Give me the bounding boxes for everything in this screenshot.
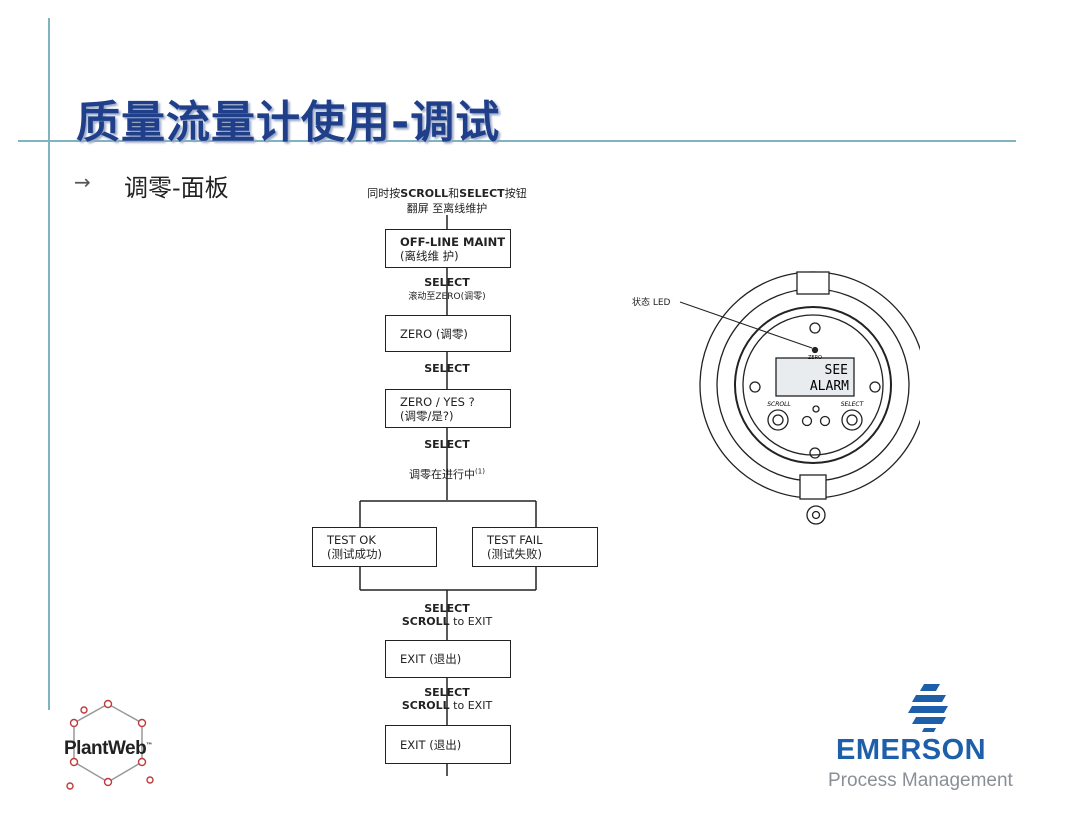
label-scroll-to-exit: SCROLL to EXIT — [401, 699, 493, 712]
label-select: SELECT — [424, 602, 470, 615]
title-underline — [18, 140, 1016, 142]
select-button-icon — [841, 409, 863, 431]
scroll-label: SCROLL — [767, 401, 791, 408]
zero-label: ZERO — [808, 355, 822, 361]
box-offline-maint: OFF-LINE MAINT (离线维 护) — [385, 229, 511, 268]
bullet-arrow-icon: → — [74, 170, 91, 194]
led-leader-line — [679, 301, 813, 349]
label-scroll-to-exit: SCROLL to EXIT — [401, 615, 493, 628]
slide-title: 质量流量计使用-调试 — [76, 97, 501, 148]
flow-start-instruction: 同时按SCROLL和SELECT按钮 — [367, 187, 527, 200]
lcd-line-1: SEE — [825, 363, 848, 378]
label-select: SELECT — [424, 686, 470, 699]
bottom-tab — [806, 505, 826, 525]
screw — [749, 381, 761, 393]
box-exit: EXIT (退出) — [385, 725, 511, 764]
left-accent-line — [48, 18, 50, 710]
label-select: SELECT — [424, 276, 470, 289]
bullet-text: 调零-面板 — [124, 174, 229, 202]
bezel-ring — [734, 306, 892, 464]
emerson-brand: EMERSON — [836, 734, 987, 766]
terminal-dot — [801, 415, 813, 427]
bottom-tab-hole — [811, 510, 821, 520]
box-zero-yes: ZERO / YES ? (调零/是?) — [385, 389, 511, 428]
bottom-lug — [799, 474, 827, 500]
terminal-dot — [819, 415, 831, 427]
indicator-dot — [812, 405, 820, 413]
lcd-line-2: ALARM — [810, 379, 849, 394]
label-scroll-to-zero: 滚动至ZERO(调零) — [408, 292, 486, 302]
plantweb-logo-text: PlantWeb™ — [64, 738, 152, 759]
scroll-button-icon — [767, 409, 789, 431]
top-lug — [796, 271, 830, 295]
process-management-text: Process Management — [828, 770, 1013, 791]
box-exit: EXIT (退出) — [385, 640, 511, 678]
lcd-display — [775, 357, 855, 397]
screw — [869, 381, 881, 393]
bezel-inner — [742, 314, 884, 456]
label-select: SELECT — [424, 438, 470, 451]
box-zero: ZERO (调零) — [385, 315, 511, 352]
status-led-label: 状态 LED — [632, 298, 671, 308]
scroll-button-inner — [772, 414, 784, 426]
box-test-ok: TEST OK (测试成功) — [312, 527, 437, 567]
status-led — [811, 346, 819, 354]
screw — [809, 447, 821, 459]
transmitter-face-drawing: ZERO SEE ALARM SCROLL SELECT — [679, 271, 920, 525]
label-zero-in-progress: 调零在进行中(1) — [409, 467, 485, 481]
plantweb-hexagon-logo — [66, 699, 154, 790]
box-test-fail: TEST FAIL (测试失败) — [472, 527, 598, 567]
select-label: SELECT — [841, 401, 865, 408]
select-button-inner — [846, 414, 858, 426]
screw — [809, 322, 821, 334]
emerson-logo-icon — [908, 684, 948, 732]
flow-start-instruction-2: 翻屏 至离线维护 — [406, 202, 488, 215]
label-select: SELECT — [424, 362, 470, 375]
